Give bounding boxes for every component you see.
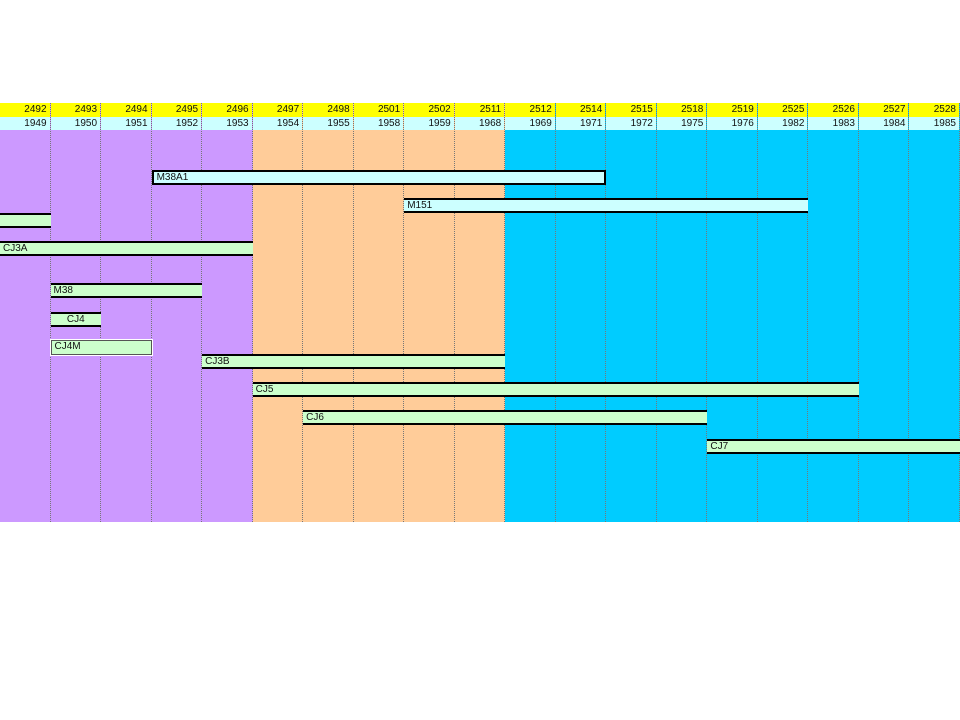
thai-year-label: 2496 [202,103,252,117]
year-label: 1953 [202,117,252,130]
year-label: 1984 [858,117,909,130]
bar-unlabeled[interactable] [0,213,51,228]
thai-year-label: 2497 [252,103,303,117]
year-label: 1976 [707,117,757,130]
year-label: 1955 [303,117,353,130]
year-label: 1959 [404,117,454,130]
year-label: 1982 [757,117,808,130]
year-label: 1958 [353,117,404,130]
thai-year-label: 2493 [50,103,101,117]
bar-cj3a[interactable]: CJ3A [0,241,253,256]
thai-year-label: 2498 [303,103,353,117]
thai-year-label: 2492 [0,103,50,117]
bar-cj4m[interactable]: CJ4M [49,339,153,356]
year-label: 1954 [252,117,303,130]
year-label: 1972 [606,117,656,130]
bar-cj6[interactable]: CJ6 [303,410,708,425]
bar-cj7[interactable]: CJ7 [707,439,960,454]
year-label: 1968 [454,117,505,130]
year-label: 1950 [50,117,101,130]
bar-cj5[interactable]: CJ5 [252,382,859,397]
bar-m151[interactable]: M151 [404,198,809,213]
bar-m38[interactable]: M38 [50,283,203,298]
year-label: 1971 [555,117,606,130]
thai-year-label: 2519 [707,103,757,117]
year-label: 1969 [505,117,555,130]
thai-year-label: 2515 [606,103,656,117]
thai-year-label: 2526 [808,103,858,117]
bar-cj4[interactable]: CJ4 [50,312,102,327]
thai-year-label: 2512 [505,103,555,117]
thai-year-label: 2494 [101,103,151,117]
year-label: 1975 [656,117,707,130]
year-label: 1985 [909,117,959,130]
year-label: 1952 [151,117,202,130]
thai-year-label: 2501 [353,103,404,117]
thai-year-label: 2495 [151,103,202,117]
thai-year-label: 2514 [555,103,606,117]
thai-year-label: 2528 [909,103,959,117]
thai-year-label: 2502 [404,103,454,117]
thai-year-label: 2527 [858,103,909,117]
bar-cj3b[interactable]: CJ3B [202,354,506,369]
year-label: 1951 [101,117,151,130]
thai-year-label: 2511 [454,103,505,117]
thai-year-label: 2518 [656,103,707,117]
year-label: 1949 [0,117,50,130]
bar-m38a1[interactable]: M38A1 [151,170,607,185]
year-label: 1983 [808,117,858,130]
thai-year-label: 2525 [757,103,808,117]
